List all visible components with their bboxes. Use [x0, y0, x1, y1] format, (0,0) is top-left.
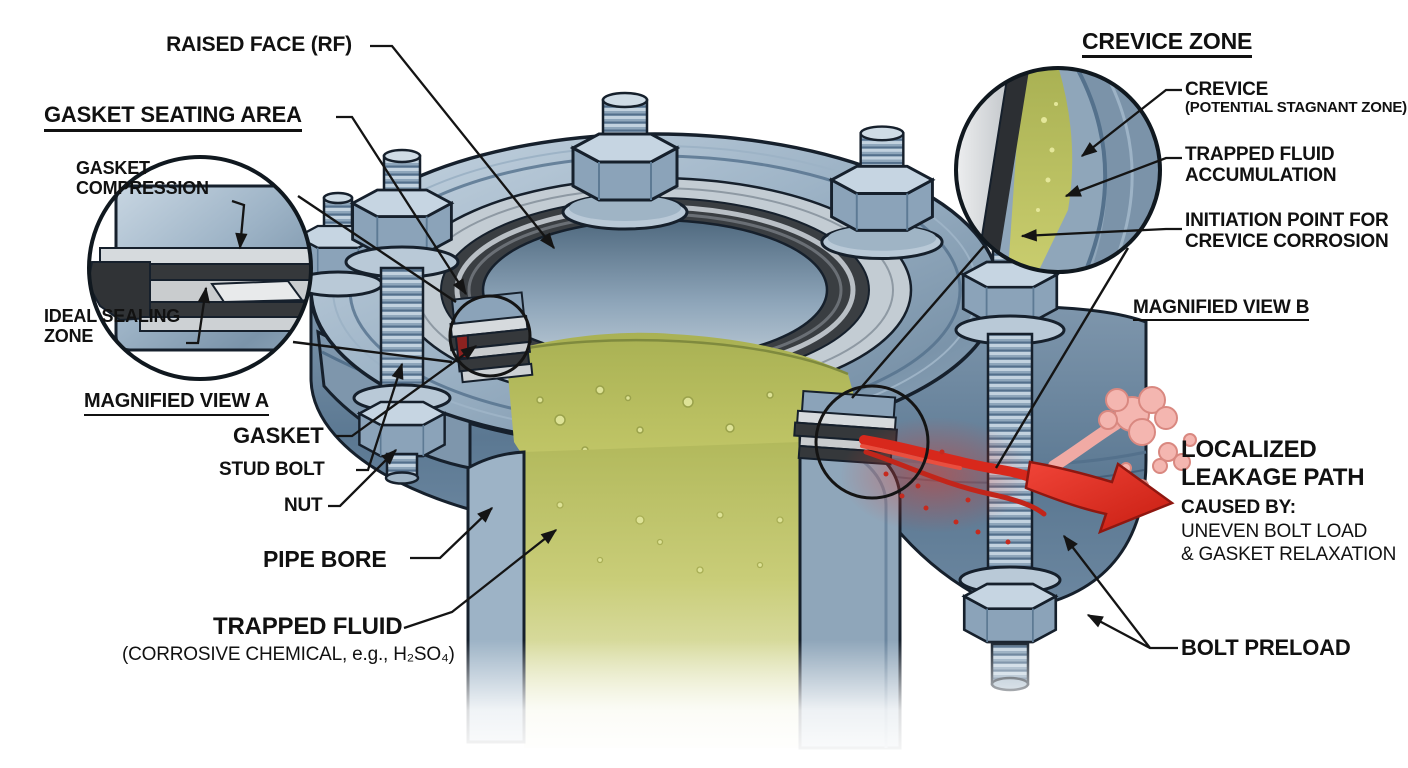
- leader-stud-bolt: [356, 362, 404, 472]
- label-trapped-fluid: TRAPPED FLUID: [213, 613, 403, 640]
- stud-bolt-top-right: [822, 127, 942, 259]
- cut-highlight-b: [814, 384, 930, 500]
- leader-fluid-accumulation: [1064, 156, 1182, 198]
- spray-cloud: [1098, 386, 1197, 493]
- label-crevice-zone: CREVICE ZONE: [1082, 28, 1252, 58]
- stud-bolts: [292, 93, 1066, 692]
- label-stud-bolt: STUD BOLT: [219, 459, 325, 480]
- label-nut: NUT: [284, 495, 323, 516]
- label-pipe-bore: PIPE BORE: [263, 546, 387, 572]
- label-localized-leakage-path: LOCALIZED LEAKAGE PATH: [1181, 436, 1365, 491]
- stud-bolt-top-center: [563, 93, 687, 229]
- magnified-view-a-circle: [87, 155, 313, 381]
- label-trapped-fluid-accumulation: TRAPPED FLUID ACCUMULATION: [1185, 144, 1337, 187]
- label-ideal-sealing-zone: IDEAL SEALING ZONE: [44, 306, 181, 347]
- label-gasket-relaxation: & GASKET RELAXATION: [1181, 544, 1397, 565]
- leader-gasket: [336, 345, 478, 438]
- leader-nut: [328, 449, 397, 508]
- leader-bolt-preload-2: [1063, 534, 1151, 649]
- label-magnified-view-b: MAGNIFIED VIEW B: [1133, 297, 1309, 322]
- label-trapped-fluid-detail: (CORROSIVE CHEMICAL, e.g., H₂SO₄): [122, 644, 455, 665]
- label-caused-by: CAUSED BY:: [1181, 497, 1296, 518]
- leakage-arrow: [1024, 460, 1175, 535]
- leakage: [840, 386, 1197, 545]
- leader-crevice: [1080, 88, 1182, 157]
- leader-gasket-compression: [231, 199, 248, 250]
- leader-trapped-fluid: [403, 529, 558, 630]
- leader-pipe-bore: [410, 507, 494, 560]
- label-uneven-bolt-load: UNEVEN BOLT LOAD: [1181, 521, 1368, 542]
- label-raised-face: RAISED FACE (RF): [166, 33, 352, 56]
- annotations: [186, 44, 1182, 650]
- label-bolt-preload: BOLT PRELOAD: [1181, 635, 1351, 660]
- cut-highlight-a: [448, 294, 532, 378]
- leader-initiation-point: [1020, 227, 1182, 242]
- label-gasket-seating-area: GASKET SEATING AREA: [44, 102, 302, 132]
- leader-raised-face: [370, 44, 555, 250]
- label-initiation-point: INITIATION POINT FOR CREVICE CORROSION: [1185, 210, 1389, 253]
- label-magnified-view-a: MAGNIFIED VIEW A: [84, 390, 269, 416]
- label-crevice-detail: (POTENTIAL STAGNANT ZONE): [1185, 99, 1407, 116]
- bottom-fade: [0, 640, 1408, 768]
- leader-gasket-seating: [336, 115, 467, 296]
- leader-ideal-sealing: [186, 286, 210, 345]
- label-crevice: CREVICE: [1185, 79, 1269, 100]
- label-gasket: GASKET: [233, 423, 324, 448]
- gasket-seating-cut: [448, 291, 534, 384]
- stud-bolt-left: [344, 148, 460, 485]
- label-gasket-compression: GASKET COMPRESSION: [76, 158, 209, 199]
